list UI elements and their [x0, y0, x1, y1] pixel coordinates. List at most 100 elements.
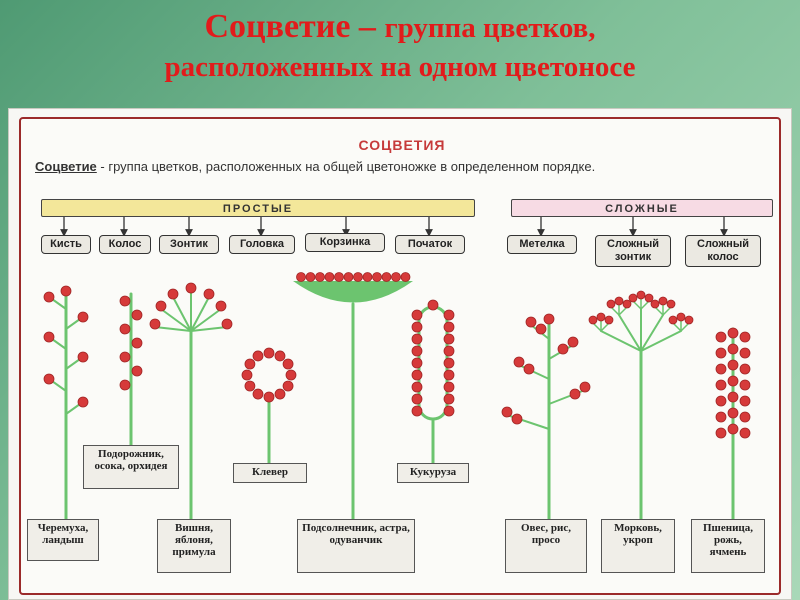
- flower: [579, 381, 591, 393]
- flower: [411, 321, 423, 333]
- flower: [167, 288, 179, 300]
- flower: [315, 272, 325, 282]
- flower: [131, 365, 143, 377]
- drawing-slozhny-kolos: [715, 327, 751, 521]
- flower: [263, 391, 275, 403]
- flower: [614, 296, 624, 306]
- drawing-slozhny-zontik: [588, 290, 694, 521]
- flower: [727, 423, 739, 435]
- type-kist: Кисть: [41, 235, 91, 254]
- flower: [739, 347, 751, 359]
- type-golovka: Головка: [229, 235, 295, 254]
- drawing-golovka: [241, 347, 297, 465]
- flower: [727, 343, 739, 355]
- example-podorozhnik: Подорожник, осока, орхидея: [83, 445, 179, 489]
- drawing-kist: [43, 285, 89, 521]
- flower: [727, 391, 739, 403]
- flower: [501, 406, 513, 418]
- flower: [155, 300, 167, 312]
- flower: [131, 309, 143, 321]
- stem: [610, 306, 620, 316]
- flower: [523, 363, 535, 375]
- flower: [244, 380, 256, 392]
- stem: [190, 308, 222, 332]
- group-simple: ПРОСТЫЕ: [41, 199, 475, 217]
- flower: [727, 407, 739, 419]
- flower: [739, 411, 751, 423]
- flower: [353, 272, 363, 282]
- drawing-kolos: [119, 292, 143, 447]
- drawing-pochatok: [411, 299, 455, 465]
- flower: [119, 323, 131, 335]
- flower: [221, 318, 233, 330]
- drawing-metelka: [501, 313, 591, 521]
- flower: [324, 272, 335, 282]
- flower: [362, 272, 373, 282]
- stem: [640, 330, 682, 352]
- stem: [632, 300, 642, 310]
- flower: [411, 309, 423, 321]
- flower: [391, 272, 401, 282]
- flower: [715, 411, 727, 423]
- flower: [658, 296, 668, 306]
- slide-title-rest: группа цветков,: [384, 12, 596, 44]
- flower: [739, 331, 751, 343]
- flower: [411, 405, 423, 417]
- type-kolos: Колос: [99, 235, 151, 254]
- flower: [119, 295, 131, 307]
- flower: [650, 299, 660, 309]
- flower: [285, 369, 297, 381]
- example-klever: Клевер: [233, 463, 307, 483]
- stem: [51, 338, 67, 350]
- flower: [400, 272, 411, 282]
- flower: [715, 347, 727, 359]
- flower: [241, 369, 253, 381]
- flower: [569, 388, 581, 400]
- flower: [535, 323, 547, 335]
- slide-title-bold: Соцветие –: [204, 8, 376, 45]
- example-podsolnechnik: Подсолнечник, астра, одуванчик: [297, 519, 415, 573]
- flower: [343, 272, 354, 282]
- flower: [411, 381, 423, 393]
- stem: [65, 403, 81, 415]
- flower: [274, 350, 286, 362]
- stem: [640, 300, 650, 310]
- stem: [654, 306, 664, 316]
- flower: [443, 405, 455, 417]
- flower: [443, 309, 455, 321]
- type-slozhny-kolos: Сложный колос: [685, 235, 761, 267]
- example-oves: Овес, рис, просо: [505, 519, 587, 573]
- flower: [215, 300, 227, 312]
- flower: [727, 327, 739, 339]
- flower: [715, 379, 727, 391]
- flower: [185, 282, 197, 294]
- definition: Соцветие - группа цветков, расположенных…: [35, 159, 595, 174]
- panel-title: СОЦВЕТИЯ: [358, 137, 446, 153]
- definition-term: Соцветие: [35, 159, 97, 174]
- stem: [160, 308, 192, 332]
- stem: [592, 322, 602, 332]
- receptacle: [293, 281, 413, 303]
- spadix-outline: [417, 305, 449, 421]
- flower: [727, 375, 739, 387]
- slide-title: Соцветие – группа цветков, расположенных…: [0, 6, 800, 85]
- flower: [596, 312, 606, 322]
- flower: [676, 312, 686, 322]
- definition-text: - группа цветков, расположенных на общей…: [96, 159, 596, 174]
- stem: [190, 326, 228, 332]
- flower: [525, 316, 537, 328]
- slide-title-line2: расположенных на одном цветоносе: [164, 50, 636, 83]
- flower: [604, 315, 614, 325]
- flower: [282, 380, 294, 392]
- stem: [172, 296, 192, 332]
- flower: [119, 351, 131, 363]
- flower: [252, 388, 264, 400]
- flower: [43, 291, 55, 303]
- flower: [557, 343, 569, 355]
- diagram-panel: СОЦВЕТИЯ Соцветие - группа цветков, расп…: [8, 108, 792, 600]
- flower: [252, 350, 264, 362]
- stem: [600, 330, 642, 352]
- flower: [411, 393, 423, 405]
- flower: [606, 299, 616, 309]
- flower: [443, 321, 455, 333]
